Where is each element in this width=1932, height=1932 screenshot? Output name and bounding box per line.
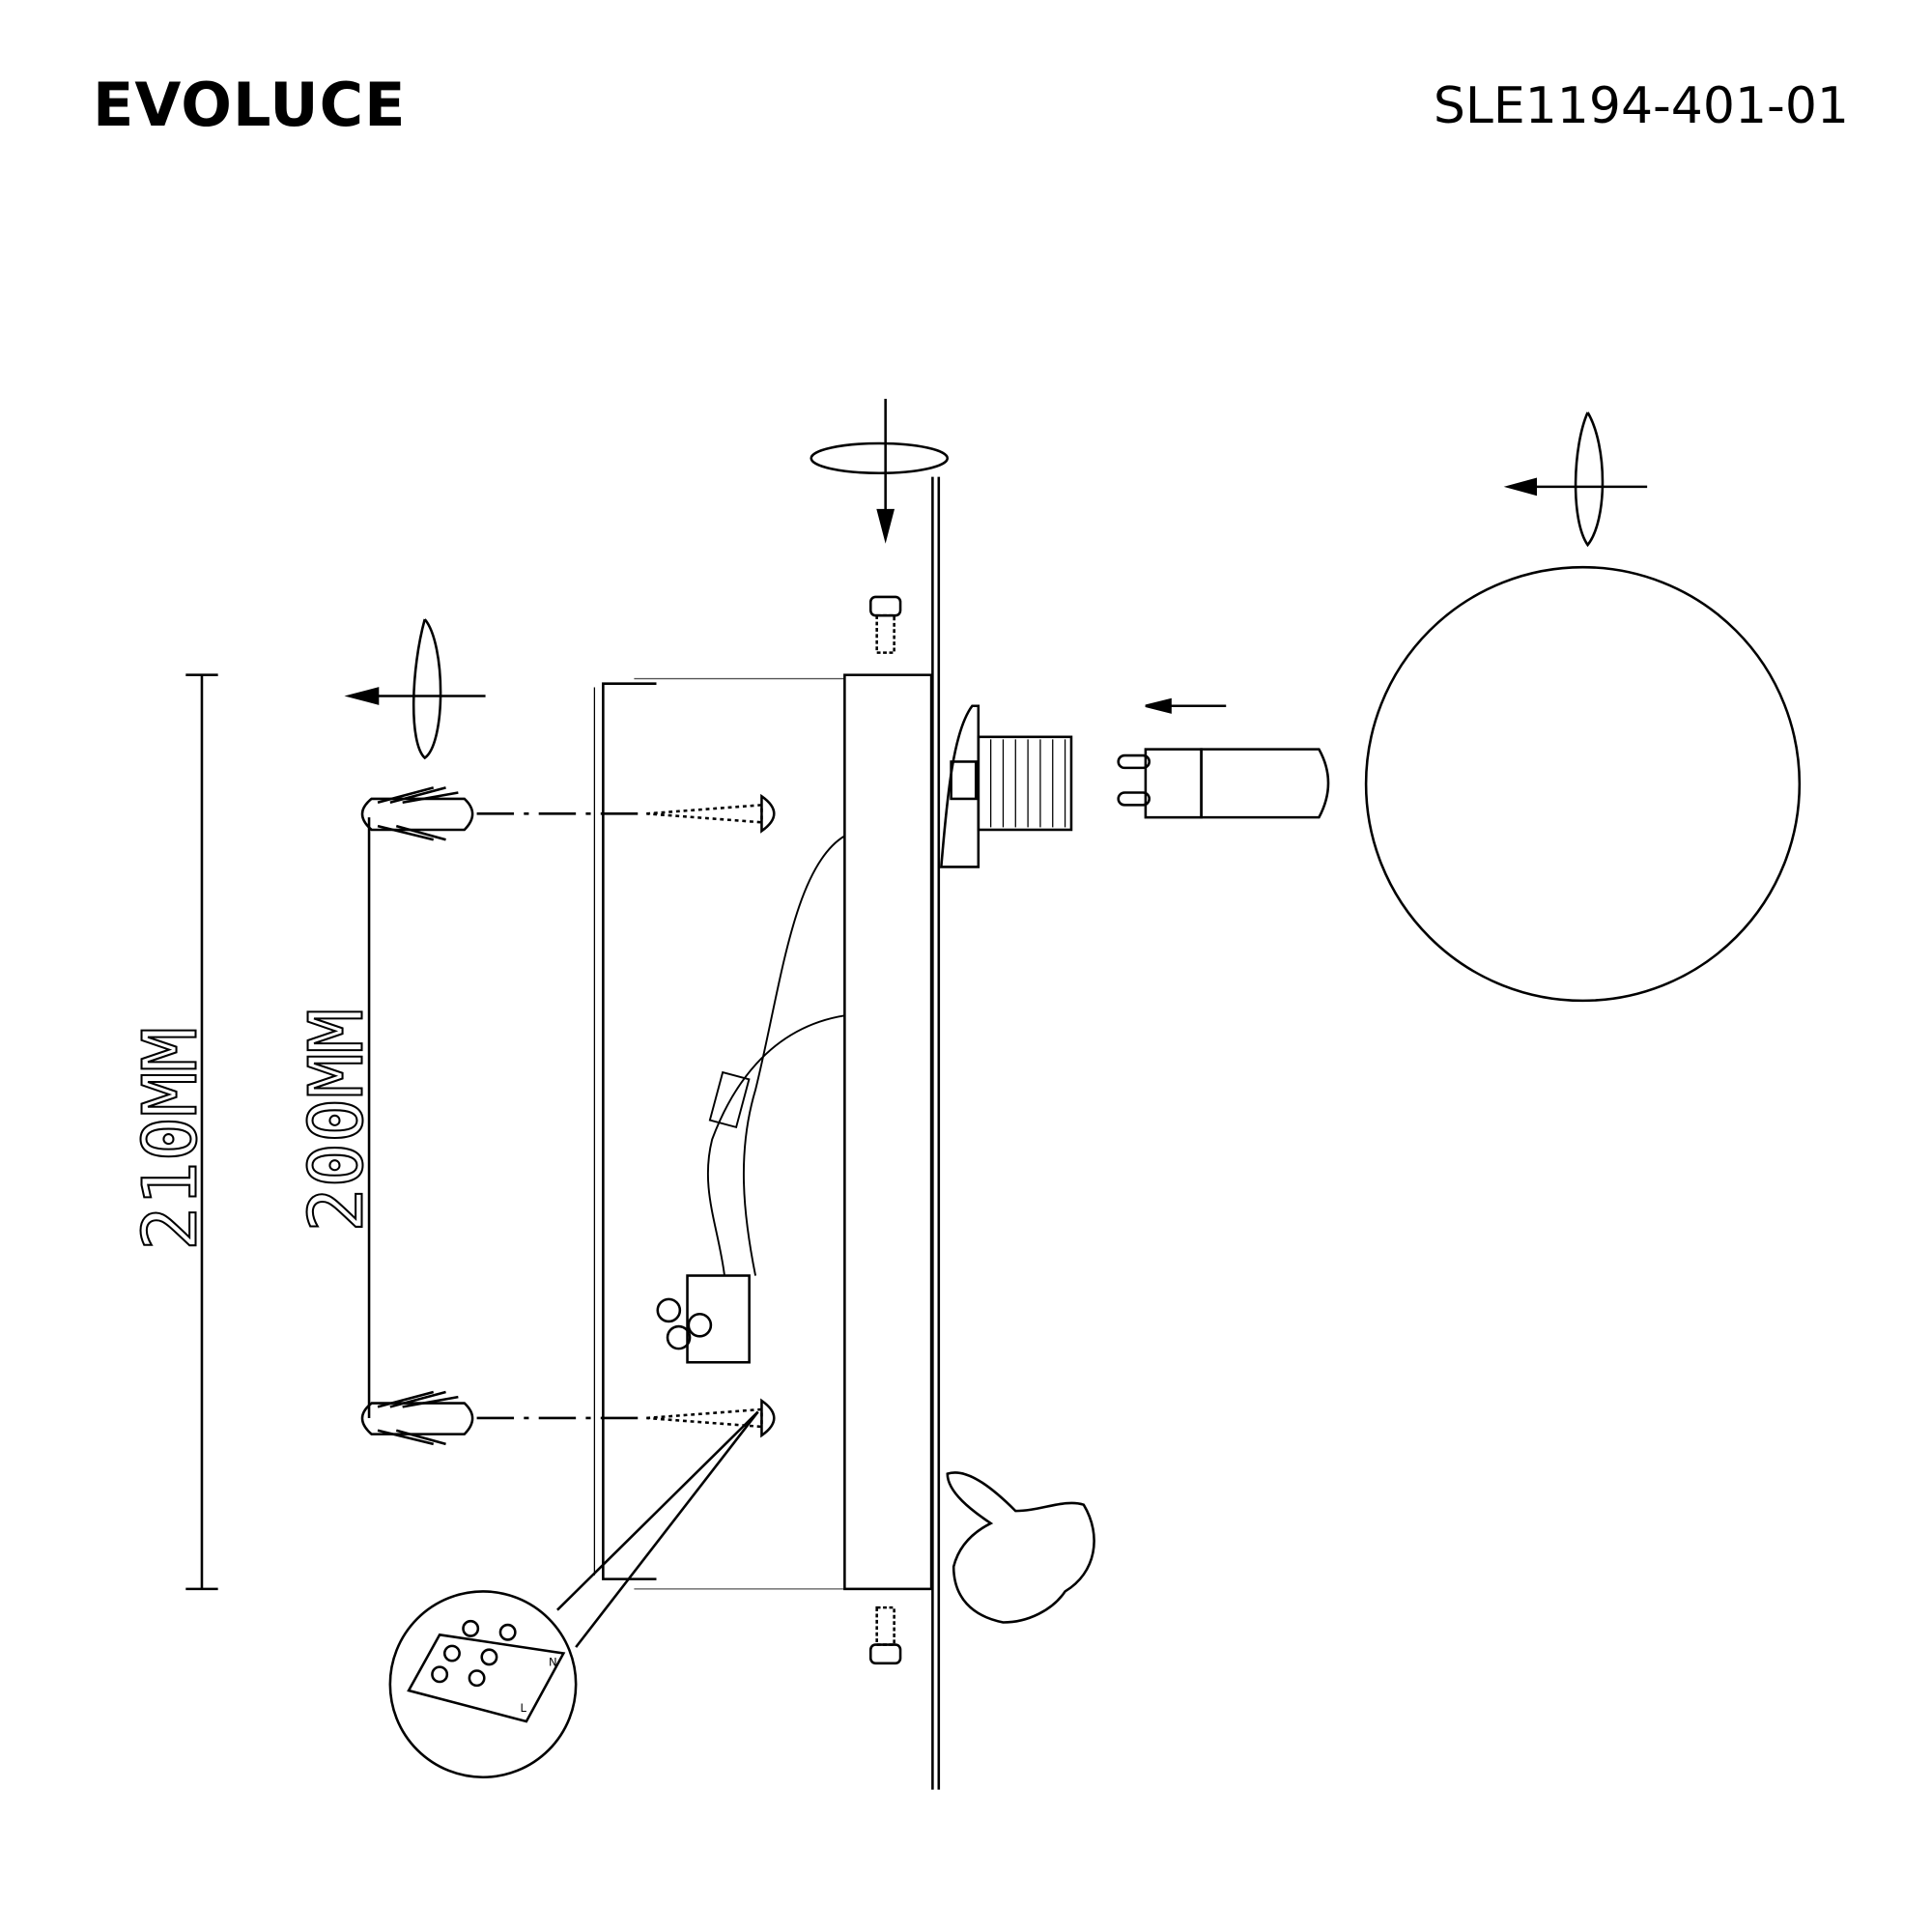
brand-logo: EVOLUCE: [93, 70, 407, 140]
rotate-arrow-icon: [344, 618, 486, 760]
screw-top: [646, 793, 776, 834]
wall-anchor-top: [360, 786, 474, 841]
rotate-arrow-icon: [1503, 412, 1648, 548]
bulb-socket: [939, 704, 1073, 868]
model-number: SLE1194-401-01: [1433, 77, 1849, 135]
screw-bottom: [646, 1398, 776, 1438]
mounting-bracket: [593, 677, 845, 1590]
lamp-base: [843, 673, 933, 1591]
wires: [706, 835, 845, 1276]
thumbs-up-icon: [946, 1471, 1095, 1624]
terminal-block: [656, 1274, 751, 1364]
wall-anchor-bottom: [360, 1390, 474, 1446]
arrow-head-icon: [1145, 697, 1172, 714]
terminal-label-live: L: [520, 1701, 526, 1715]
g9-bulb: [1117, 748, 1330, 819]
dimension-200mm-label: 200MM: [294, 1009, 380, 1233]
terminal-label-neutral: N: [549, 1655, 557, 1668]
rotate-arrow-icon: [810, 398, 950, 544]
dimension-200mm: 200MM: [293, 817, 381, 1418]
dimension-210mm: 210MM: [128, 673, 218, 1591]
bolt-top: [869, 595, 902, 654]
bolt-bottom: [869, 1605, 902, 1665]
glass-globe: [1364, 565, 1802, 1003]
terminal-detail-magnifier: L N: [388, 1410, 759, 1779]
wall-plate: [931, 476, 941, 1790]
dimension-210mm-label: 210MM: [128, 1027, 214, 1251]
